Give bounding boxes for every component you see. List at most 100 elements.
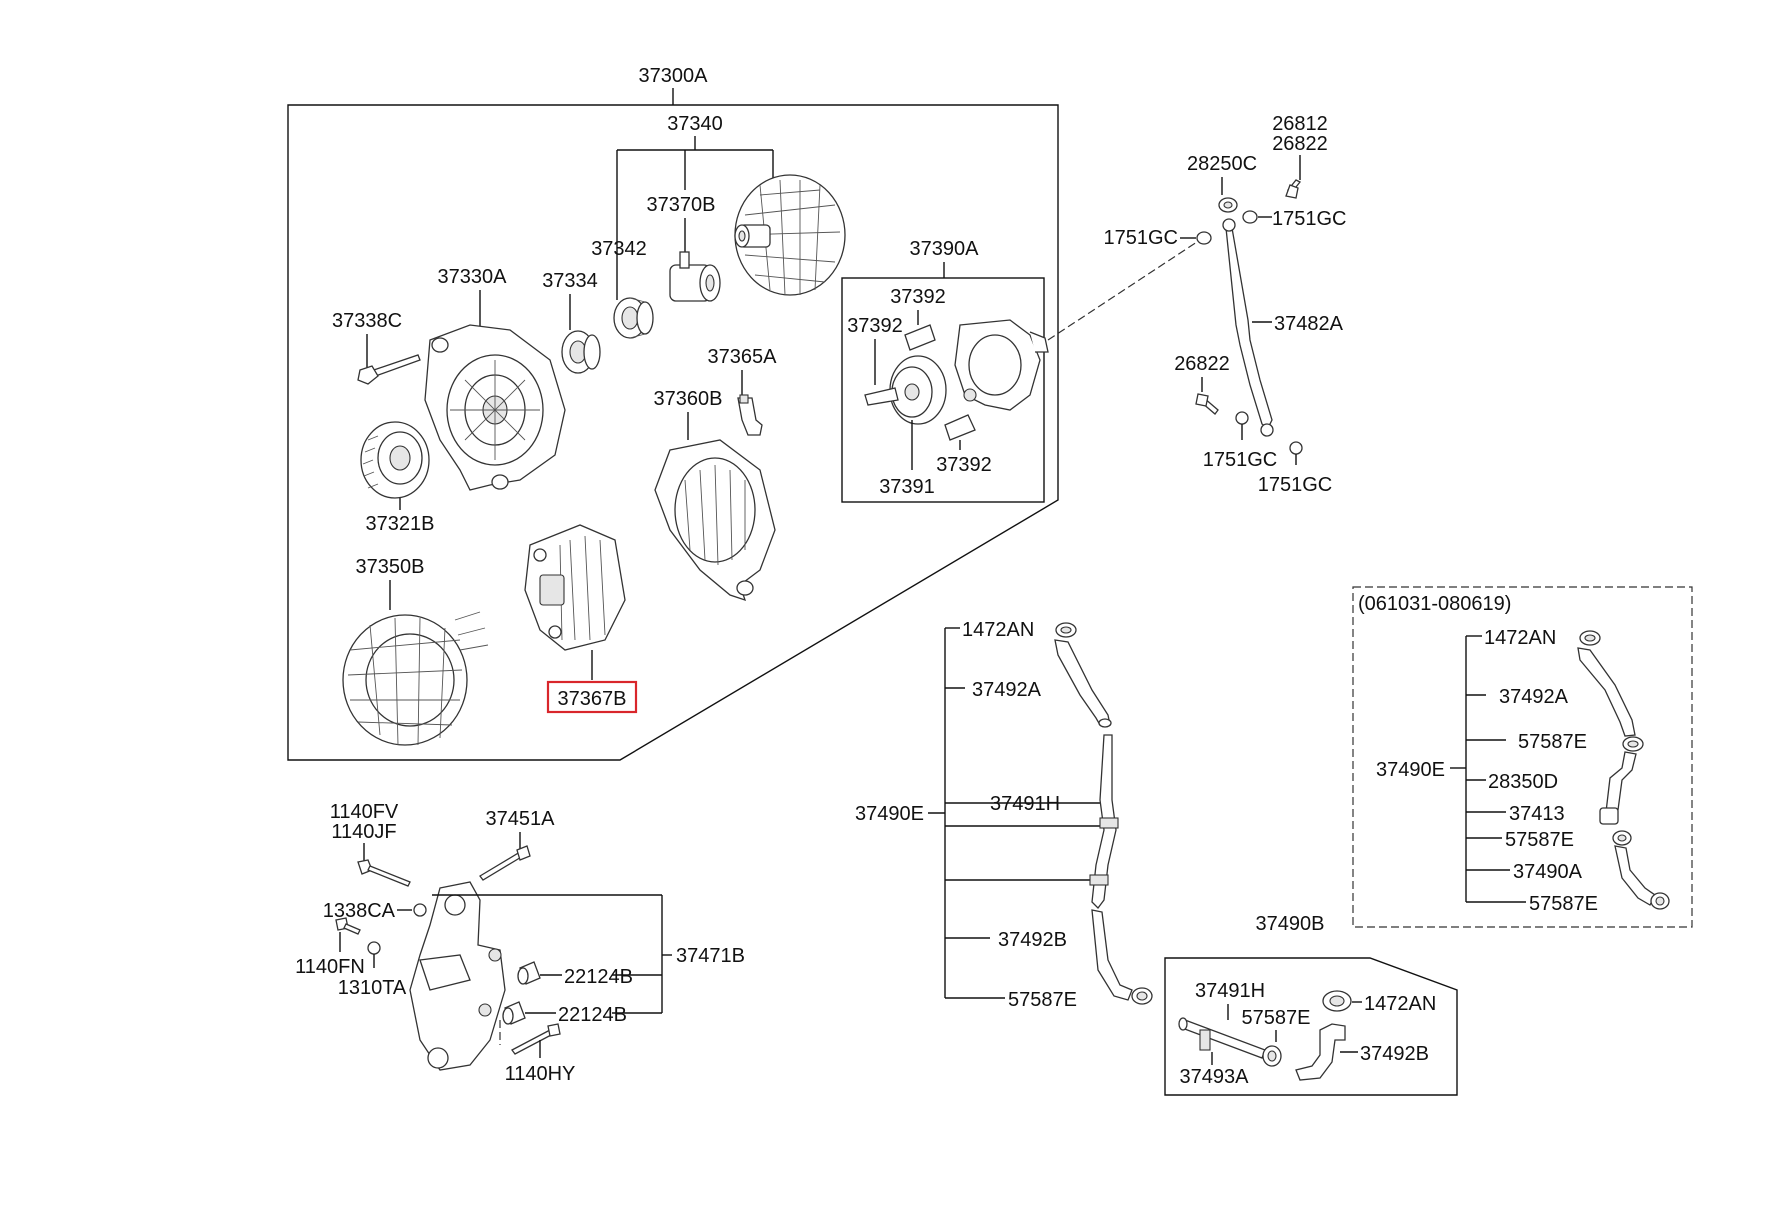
bearing-37334-part[interactable] xyxy=(561,330,601,374)
label-r-37492a[interactable]: 37492A xyxy=(1499,686,1569,708)
clamp-r-1472an-part[interactable] xyxy=(1579,630,1601,646)
label-26822-mid[interactable]: 26822 xyxy=(1174,353,1230,375)
label-h-57587e[interactable]: 57587E xyxy=(1008,989,1077,1011)
label-r-37413[interactable]: 37413 xyxy=(1509,803,1565,825)
terminal-37365a-part[interactable] xyxy=(737,394,763,436)
bolt-37451a-part[interactable] xyxy=(479,845,531,881)
label-37300a[interactable]: 37300A xyxy=(639,65,709,87)
sleeve-22124b-b-part[interactable] xyxy=(502,1001,526,1025)
label-37342[interactable]: 37342 xyxy=(591,238,647,260)
label-37392-b[interactable]: 37392 xyxy=(847,315,903,337)
label-1751gc-br[interactable]: 1751GC xyxy=(1258,474,1333,496)
label-37321b[interactable]: 37321B xyxy=(366,513,435,535)
bolt-37338c-part[interactable] xyxy=(357,354,421,385)
label-b-37491h[interactable]: 37491H xyxy=(1195,980,1265,1002)
rear-bracket-37360b-part[interactable] xyxy=(654,439,776,602)
hose-h-37492a-part[interactable] xyxy=(1054,639,1112,728)
hose-b-37492b-part[interactable] xyxy=(1295,1023,1346,1081)
label-37334[interactable]: 37334 xyxy=(542,270,598,292)
label-r-57587e-1[interactable]: 57587E xyxy=(1518,731,1587,753)
label-37360b[interactable]: 37360B xyxy=(654,388,723,410)
bearing-37342-part[interactable] xyxy=(613,297,654,339)
label-37392-c[interactable]: 37392 xyxy=(936,454,992,476)
label-26812[interactable]: 26812 xyxy=(1272,113,1328,135)
hose-r-28350d-part[interactable] xyxy=(1605,751,1637,813)
label-b-37493a[interactable]: 37493A xyxy=(1180,1066,1250,1088)
bracket-37471b-part[interactable] xyxy=(409,881,506,1071)
label-b-37492b[interactable]: 37492B xyxy=(1360,1043,1429,1065)
label-37340[interactable]: 37340 xyxy=(667,113,723,135)
clamp-b-1472an-part[interactable] xyxy=(1322,990,1352,1012)
label-37330a[interactable]: 37330A xyxy=(438,266,508,288)
label-37367b[interactable]: 37367B xyxy=(558,688,627,710)
bolt-1140hy-part[interactable] xyxy=(511,1023,561,1055)
label-r-1472an[interactable]: 1472AN xyxy=(1484,627,1556,649)
label-28250c[interactable]: 28250C xyxy=(1187,153,1257,175)
bolt-26822-part[interactable] xyxy=(1195,393,1219,415)
bearing-37370b-part[interactable] xyxy=(669,251,721,302)
bolt-1140fn-part[interactable] xyxy=(335,917,361,935)
label-1140jf[interactable]: 1140JF xyxy=(331,821,396,843)
hose-h-37492b-part[interactable] xyxy=(1091,909,1133,1001)
label-h-1472an[interactable]: 1472AN xyxy=(962,619,1034,641)
hose-r-37492a-part[interactable] xyxy=(1577,647,1636,737)
label-26822-top[interactable]: 26822 xyxy=(1272,133,1328,155)
washer-1751gc-bl-part[interactable] xyxy=(1235,411,1249,425)
hose-37482a-part[interactable] xyxy=(1222,218,1274,437)
pipe-h-37491h-part[interactable] xyxy=(1089,734,1119,909)
sleeve-22124b-a-part[interactable] xyxy=(517,961,541,985)
bolt-26812-part[interactable] xyxy=(1285,179,1302,199)
label-1751gc-bl[interactable]: 1751GC xyxy=(1203,449,1278,471)
label-22124b-b[interactable]: 22124B xyxy=(558,1004,627,1026)
label-h-37492b[interactable]: 37492B xyxy=(998,929,1067,951)
label-37370b[interactable]: 37370B xyxy=(647,194,716,216)
pipe-r-37413-part[interactable] xyxy=(1599,807,1619,825)
label-r-date[interactable]: (061031-080619) xyxy=(1358,593,1511,615)
label-r-57587e-2[interactable]: 57587E xyxy=(1505,829,1574,851)
nut-1338ca-part[interactable] xyxy=(413,903,427,917)
label-37390a[interactable]: 37390A xyxy=(910,238,980,260)
label-1140hy[interactable]: 1140HY xyxy=(505,1063,576,1085)
front-bracket-37330a-part[interactable] xyxy=(424,324,566,491)
label-37350b[interactable]: 37350B xyxy=(356,556,425,578)
washer-1751gc-r-part[interactable] xyxy=(1242,210,1258,224)
pulley-37321b-part[interactable] xyxy=(360,421,430,499)
label-r-37490e[interactable]: 37490E xyxy=(1376,759,1445,781)
nut-1310ta-part[interactable] xyxy=(367,941,381,955)
label-1338ca[interactable]: 1338CA xyxy=(323,900,396,922)
clamp-h-57587e-part[interactable] xyxy=(1131,987,1153,1005)
label-37471b[interactable]: 37471B xyxy=(676,945,745,967)
label-37392-a[interactable]: 37392 xyxy=(890,286,946,308)
gasket-37392-a-part[interactable] xyxy=(904,324,936,351)
label-37482a[interactable]: 37482A xyxy=(1274,313,1344,335)
label-h-37492a[interactable]: 37492A xyxy=(972,679,1042,701)
label-1751gc-l[interactable]: 1751GC xyxy=(1104,227,1179,249)
clamp-r-57587e-1-part[interactable] xyxy=(1622,736,1644,752)
washer-1751gc-br-part[interactable] xyxy=(1289,441,1303,455)
label-1140fv[interactable]: 1140FV xyxy=(330,801,399,823)
label-b-57587e[interactable]: 57587E xyxy=(1242,1007,1311,1029)
rotor-37340-part[interactable] xyxy=(734,174,846,296)
rectifier-37367b-part[interactable] xyxy=(524,524,626,651)
stator-37350b-part[interactable] xyxy=(342,611,489,746)
highlight-box-37367b[interactable] xyxy=(546,680,638,714)
label-1140fn[interactable]: 1140FN xyxy=(295,956,365,978)
label-r-57587e-3[interactable]: 57587E xyxy=(1529,893,1598,915)
pipe-b-37491h-part[interactable] xyxy=(1178,1017,1266,1059)
label-37338c[interactable]: 37338C xyxy=(332,310,402,332)
label-1751gc-r[interactable]: 1751GC xyxy=(1272,208,1347,230)
label-1310ta[interactable]: 1310TA xyxy=(338,977,407,999)
label-22124b-a[interactable]: 22124B xyxy=(564,966,633,988)
label-h-37491h[interactable]: 37491H xyxy=(990,793,1060,815)
label-37451a[interactable]: 37451A xyxy=(486,808,556,830)
label-b-1472an[interactable]: 1472AN xyxy=(1364,993,1436,1015)
bolt-1140fv-part[interactable] xyxy=(357,859,411,887)
label-b-37490b[interactable]: 37490B xyxy=(1256,913,1325,935)
rotor-vane-37391-part[interactable] xyxy=(864,355,947,425)
hose-r-37490a-part[interactable] xyxy=(1614,845,1656,906)
label-37391[interactable]: 37391 xyxy=(879,476,935,498)
gasket-37392-c-part[interactable] xyxy=(944,414,976,441)
clamp-b-57587e-part[interactable] xyxy=(1262,1045,1282,1067)
clamp-28250c-part[interactable] xyxy=(1218,197,1238,213)
label-r-28350d[interactable]: 28350D xyxy=(1488,771,1558,793)
